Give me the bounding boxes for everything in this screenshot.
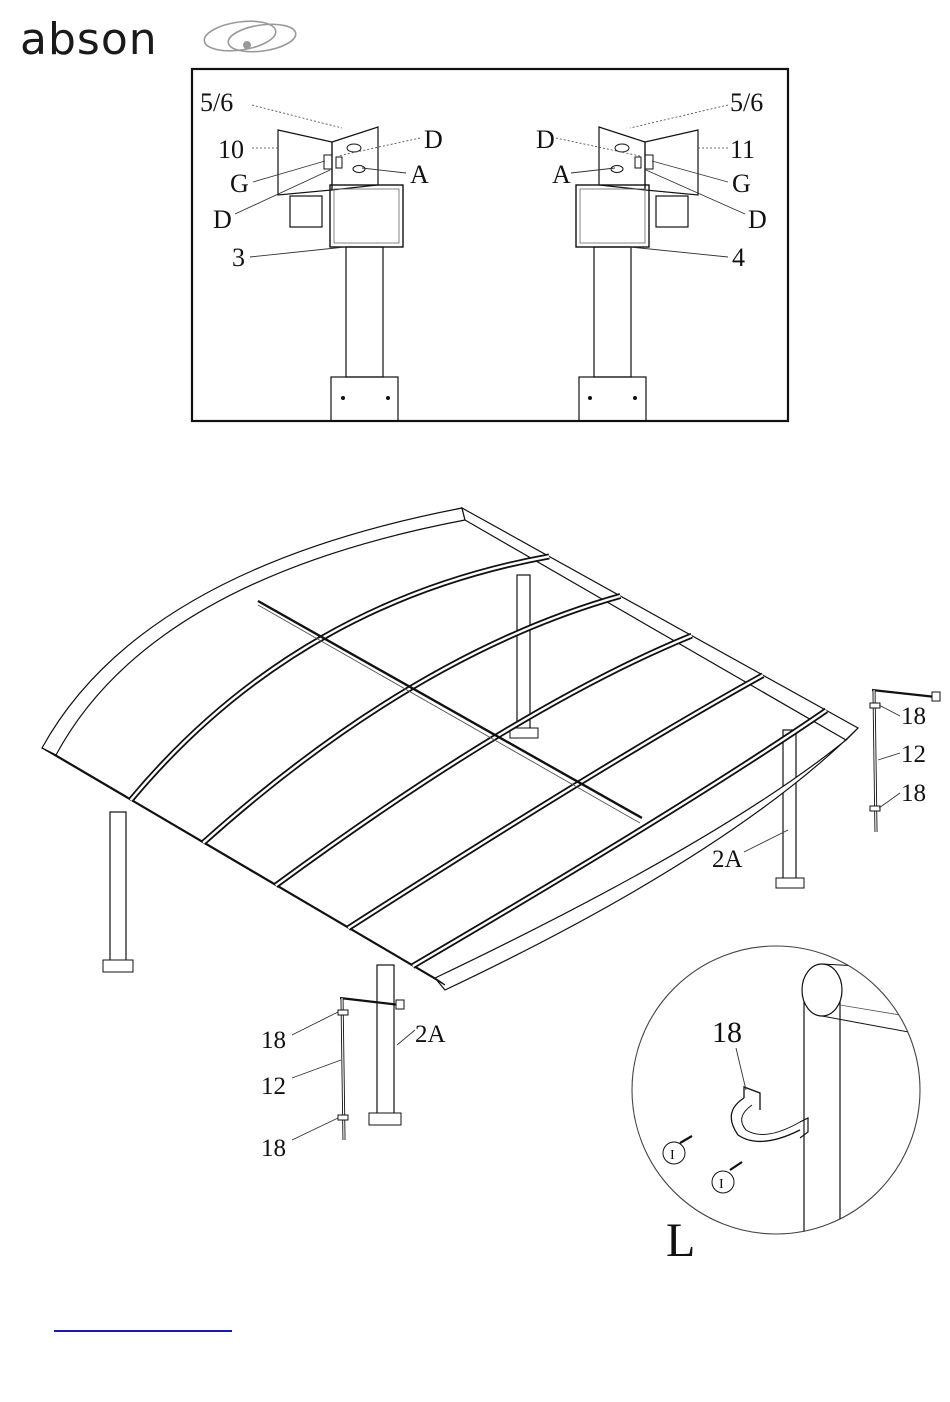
label-clip-18-right-top: 18 [901,703,926,730]
roof-purlin [276,636,692,886]
label-part-10: 10 [218,135,244,164]
roof-purlin-highlight [131,556,549,800]
label-nut-a-left: A [410,160,429,189]
label-post-2a-front: 2A [415,1021,446,1048]
label-screw-2: I [719,1177,724,1192]
label-part-56-left: 5/6 [200,88,233,117]
label-nut-a-right: A [552,160,571,189]
label-screw-1: I [670,1148,675,1163]
label-clip-18-right-bottom: 18 [901,780,926,807]
clip-detail-zoom: I I 18 [632,946,930,1240]
abson-logo: abson [20,14,297,65]
label-pipe-12-front: 12 [261,1073,286,1100]
roof-purlin-highlight [276,636,692,886]
roof-purlin [131,556,549,800]
label-clip-18-zoom: 18 [712,1016,742,1049]
label-pipe-12-right: 12 [901,741,926,768]
label-nut-d-upper-right: D [536,125,555,154]
roof-purlin [203,596,620,843]
downpipe-right: 18 12 18 [870,690,940,832]
footer-link[interactable] [54,1310,232,1332]
roof-purlin [348,675,763,928]
label-post-2a-right: 2A [712,846,743,873]
label-nut-d-upper-left: D [424,125,443,154]
label-part-11: 11 [730,135,755,164]
label-nut-d-lower-right: D [748,205,767,234]
label-clip-18-front-bottom: 18 [261,1135,286,1162]
roof-purlins [131,556,827,966]
label-clip-18-front-top: 18 [261,1027,286,1054]
roof-purlin-highlight [203,596,620,843]
brand-wordmark: abson [20,14,158,65]
label-bolt-g-left: G [230,169,249,198]
label-part-56-right: 5/6 [730,88,763,117]
carport-roof [42,508,858,990]
label-nut-d-lower-left: D [213,205,232,234]
step-letter: L [666,1214,695,1267]
post-bracket-detail: 5/6 10 G D A D 3 [192,69,788,421]
label-bolt-g-right: G [732,169,751,198]
label-part-4: 4 [732,243,745,272]
label-part-3: 3 [232,243,245,272]
